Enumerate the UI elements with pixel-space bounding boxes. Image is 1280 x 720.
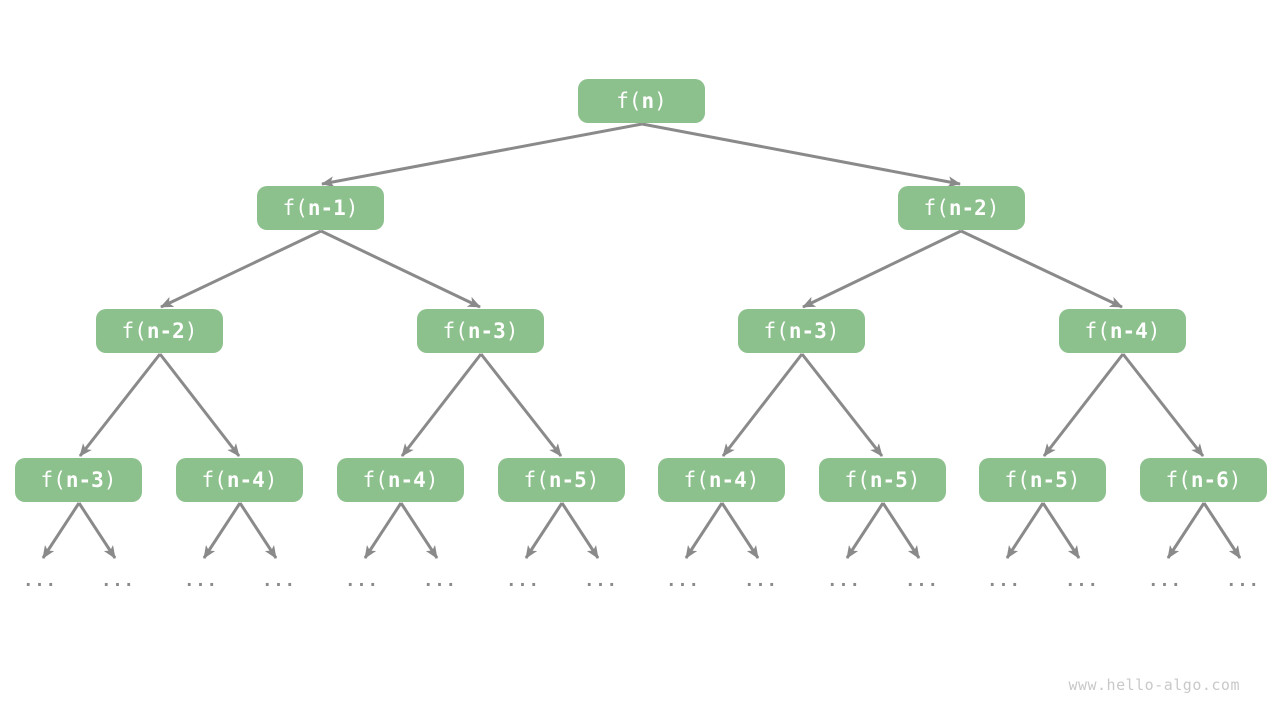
node-label-suffix: ): [264, 467, 278, 492]
node-label-core: n-2: [146, 318, 185, 343]
node-label-prefix: f(: [683, 467, 709, 492]
ellipsis-leaf: ...: [262, 571, 296, 591]
node-label-suffix: ): [505, 318, 519, 343]
ellipsis-leaf: ...: [744, 571, 778, 591]
node-label-core: n-4: [387, 467, 426, 492]
node-label-suffix: ): [826, 318, 840, 343]
ellipsis-leaf: ...: [1065, 571, 1099, 591]
node-label-suffix: ): [425, 467, 439, 492]
tree-node: f(n-5): [979, 458, 1106, 502]
tree-node: f(n-1): [257, 186, 384, 230]
node-label-prefix: f(: [763, 318, 789, 343]
node-label-core: n: [641, 88, 655, 113]
node-label-suffix: ): [654, 88, 667, 113]
ellipsis-leaf: ...: [506, 571, 540, 591]
ellipsis-leaf: ...: [184, 571, 218, 591]
node-label-core: n-4: [1109, 318, 1148, 343]
ellipsis-leaf: ...: [345, 571, 379, 591]
node-label-suffix: ): [103, 467, 117, 492]
node-label-core: n-6: [1190, 467, 1229, 492]
ellipsis-leaf: ...: [905, 571, 939, 591]
tree-edge-group: [41, 122, 1242, 559]
node-label-suffix: ): [1228, 467, 1242, 492]
node-label-suffix: ): [907, 467, 921, 492]
node-label-prefix: f(: [616, 88, 642, 113]
node-label-prefix: f(: [1004, 467, 1030, 492]
tree-node-root: f(n): [578, 79, 705, 123]
node-label-prefix: f(: [121, 318, 147, 343]
tree-node: f(n-5): [819, 458, 946, 502]
tree-node: f(n-5): [498, 458, 625, 502]
ellipsis-leaf: ...: [987, 571, 1021, 591]
tree-node: f(n-4): [658, 458, 785, 502]
ellipsis-leaf: ...: [101, 571, 135, 591]
tree-node: f(n-3): [15, 458, 142, 502]
node-label-prefix: f(: [923, 195, 949, 220]
ellipsis-leaf: ...: [827, 571, 861, 591]
tree-node: f(n-4): [1059, 309, 1186, 353]
tree-node: f(n-6): [1140, 458, 1267, 502]
node-label-core: n-5: [869, 467, 908, 492]
tree-node: f(n-4): [337, 458, 464, 502]
ellipsis-leaf: ...: [666, 571, 700, 591]
tree-node: f(n-2): [898, 186, 1025, 230]
node-label-prefix: f(: [201, 467, 227, 492]
node-label-prefix: f(: [844, 467, 870, 492]
tree-node: f(n-2): [96, 309, 223, 353]
node-label-prefix: f(: [362, 467, 388, 492]
node-label-suffix: ): [1067, 467, 1081, 492]
ellipsis-leaf: ...: [1148, 571, 1182, 591]
node-label-core: n-3: [788, 318, 827, 343]
node-label-core: n-4: [226, 467, 265, 492]
ellipsis-leaf: ...: [1226, 571, 1260, 591]
node-label-suffix: ): [586, 467, 600, 492]
node-label-suffix: ): [184, 318, 198, 343]
node-label-prefix: f(: [1165, 467, 1191, 492]
node-label-suffix: ): [746, 467, 760, 492]
tree-node: f(n-4): [176, 458, 303, 502]
node-label-core: n-1: [307, 195, 346, 220]
node-label-core: n-3: [467, 318, 506, 343]
node-label-prefix: f(: [40, 467, 66, 492]
node-label-core: n-3: [65, 467, 104, 492]
node-label-prefix: f(: [282, 195, 308, 220]
tree-node: f(n-3): [417, 309, 544, 353]
ellipsis-leaf: ...: [423, 571, 457, 591]
node-label-prefix: f(: [1084, 318, 1110, 343]
node-label-core: n-2: [948, 195, 987, 220]
tree-node: f(n-3): [738, 309, 865, 353]
node-label-suffix: ): [345, 195, 359, 220]
node-label-suffix: ): [986, 195, 1000, 220]
node-label-core: n-4: [708, 467, 747, 492]
node-label-core: n-5: [1029, 467, 1068, 492]
ellipsis-leaf: ...: [584, 571, 618, 591]
ellipsis-leaf: ...: [23, 571, 57, 591]
node-label-prefix: f(: [442, 318, 468, 343]
watermark: www.hello-algo.com: [1068, 676, 1240, 694]
node-label-core: n-5: [548, 467, 587, 492]
node-label-prefix: f(: [523, 467, 549, 492]
node-label-suffix: ): [1147, 318, 1161, 343]
